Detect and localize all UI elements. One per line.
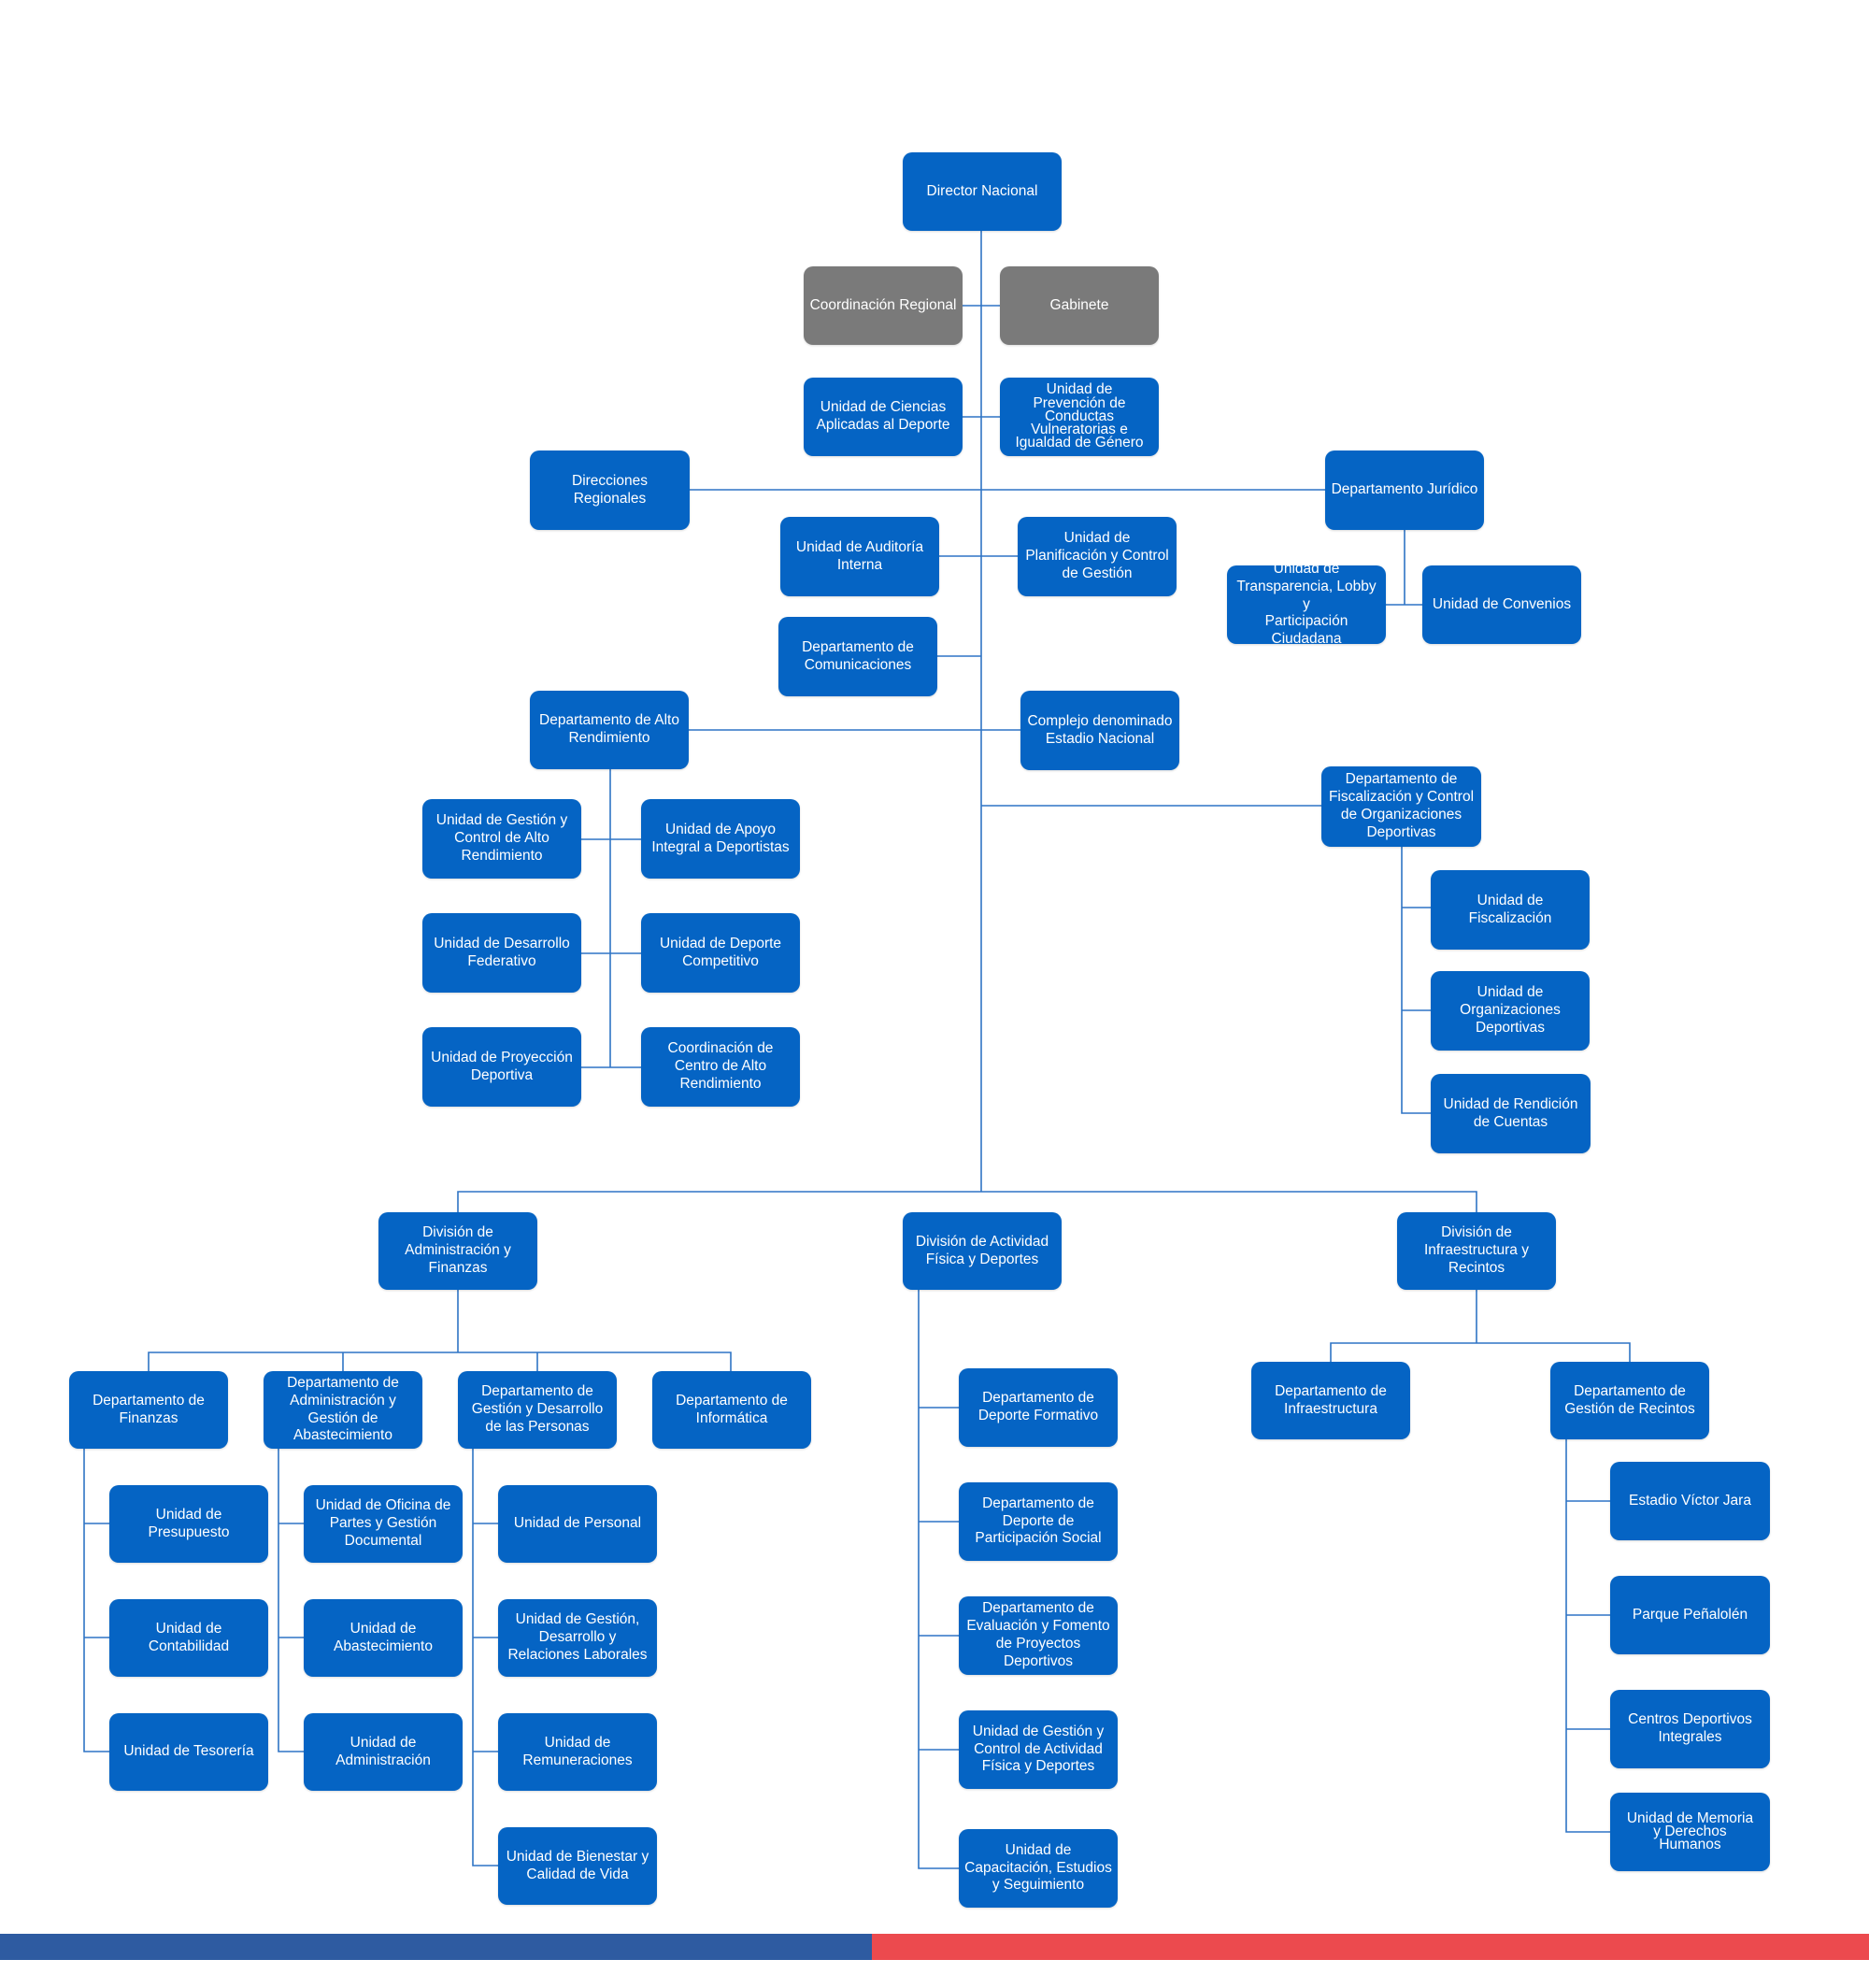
node-direcciones-regionales: Direcciones Regionales bbox=[530, 451, 690, 530]
node-director-nacional: Director Nacional bbox=[903, 152, 1062, 231]
node-unidad-gestion-relaciones: Unidad de Gestión, Desarrollo y Relacion… bbox=[498, 1599, 657, 1677]
node-unidad-remuneraciones: Unidad de Remuneraciones bbox=[498, 1713, 657, 1791]
node-unidad-transparencia: Unidad de Transparencia, Lobby y Partici… bbox=[1227, 561, 1386, 647]
node-departamento-recintos: Departamento de Gestión de Recintos bbox=[1550, 1362, 1709, 1439]
node-departamento-fiscalizacion: Departamento de Fiscalización y Control … bbox=[1321, 766, 1481, 847]
node-departamento-finanzas: Departamento de Finanzas bbox=[69, 1371, 228, 1449]
node-departamento-participacion-social: Departamento de Deporte de Participación… bbox=[959, 1482, 1118, 1561]
node-unidad-planificacion: Unidad de Planificación y Control de Ges… bbox=[1018, 517, 1177, 596]
footer-bar-blue bbox=[0, 1934, 872, 1960]
connector-personas-children bbox=[472, 1449, 498, 1866]
node-unidad-bienestar: Unidad de Bienestar y Calidad de Vida bbox=[498, 1827, 657, 1905]
node-unidad-personal: Unidad de Personal bbox=[498, 1485, 657, 1563]
node-departamento-informatica: Departamento de Informática bbox=[652, 1371, 811, 1449]
node-unidad-convenios: Unidad de Convenios bbox=[1422, 565, 1581, 644]
connector-actividad-children bbox=[918, 1290, 959, 1869]
connector-juridico-children bbox=[1386, 530, 1422, 606]
connector-finanzas-children bbox=[83, 1449, 109, 1752]
connector-alto-children bbox=[581, 769, 641, 1068]
node-unidad-oficina-partes: Unidad de Oficina de Partes y Gestión Do… bbox=[304, 1485, 463, 1563]
node-unidad-proyeccion: Unidad de Proyección Deportiva bbox=[422, 1027, 581, 1107]
node-parque-penalolen: Parque Peñalolén bbox=[1610, 1576, 1770, 1654]
node-division-infraestructura: División de Infraestructura y Recintos bbox=[1397, 1212, 1556, 1290]
node-centros-deportivos: Centros Deportivos Integrales bbox=[1610, 1690, 1770, 1768]
connector-divisions bbox=[457, 1191, 1477, 1212]
connector-abastecimiento-children bbox=[278, 1449, 304, 1752]
node-unidad-abastecimiento: Unidad de Abastecimiento bbox=[304, 1599, 463, 1677]
node-unidad-contabilidad: Unidad de Contabilidad bbox=[109, 1599, 268, 1677]
node-departamento-abastecimiento: Departamento de Administración y Gestión… bbox=[264, 1371, 422, 1449]
node-departamento-infraestructura: Departamento de Infraestructura bbox=[1251, 1362, 1410, 1439]
node-unidad-prevencion: Unidad de Prevención de Conductas Vulner… bbox=[1000, 378, 1159, 456]
node-unidad-ciencias: Unidad de Ciencias Aplicadas al Deporte bbox=[804, 378, 963, 456]
node-departamento-deporte-formativo: Departamento de Deporte Formativo bbox=[959, 1368, 1118, 1447]
node-estadio-victor-jara: Estadio Víctor Jara bbox=[1610, 1462, 1770, 1540]
node-unidad-fiscalizacion: Unidad de Fiscalización bbox=[1431, 870, 1590, 950]
node-division-actividad: División de Actividad Física y Deportes bbox=[903, 1212, 1062, 1290]
node-coordinacion-regional: Coordinación Regional bbox=[804, 266, 963, 345]
node-departamento-alto-rendimiento: Departamento de Alto Rendimiento bbox=[530, 691, 689, 769]
node-unidad-tesoreria: Unidad de Tesorería bbox=[109, 1713, 268, 1791]
node-departamento-personas: Departamento de Gestión y Desarrollo de … bbox=[458, 1371, 617, 1449]
node-unidad-gestion-actividad: Unidad de Gestión y Control de Actividad… bbox=[959, 1710, 1118, 1789]
footer-bar-red bbox=[872, 1934, 1869, 1960]
node-unidad-desarrollo-federativo: Unidad de Desarrollo Federativo bbox=[422, 913, 581, 993]
node-departamento-comunicaciones: Departamento de Comunicaciones bbox=[778, 617, 937, 696]
node-coordinacion-centro-alto: Coordinación de Centro de Alto Rendimien… bbox=[641, 1027, 800, 1107]
connector-admin-departments bbox=[148, 1290, 732, 1371]
node-unidad-capacitacion: Unidad de Capacitación, Estudios y Segui… bbox=[959, 1829, 1118, 1908]
node-unidad-organizaciones: Unidad de Organizaciones Deportivas bbox=[1431, 971, 1590, 1051]
node-gabinete: Gabinete bbox=[1000, 266, 1159, 345]
node-unidad-deporte-competitivo: Unidad de Deporte Competitivo bbox=[641, 913, 800, 993]
node-unidad-auditoria: Unidad de Auditoría Interna bbox=[780, 517, 939, 596]
node-unidad-rendicion: Unidad de Rendición de Cuentas bbox=[1431, 1074, 1591, 1153]
node-unidad-memoria: Unidad de Memoria y Derechos Humanos bbox=[1610, 1793, 1770, 1871]
node-unidad-gestion-alto-rendimiento: Unidad de Gestión y Control de Alto Rend… bbox=[422, 799, 581, 879]
connector-infraestructura-departments bbox=[1330, 1290, 1631, 1362]
node-departamento-evaluacion: Departamento de Evaluación y Fomento de … bbox=[959, 1596, 1118, 1675]
node-complejo-estadio: Complejo denominado Estadio Nacional bbox=[1020, 691, 1179, 770]
node-division-administracion: División de Administración y Finanzas bbox=[378, 1212, 537, 1290]
connector-recintos-children bbox=[1565, 1439, 1610, 1833]
node-unidad-presupuesto: Unidad de Presupuesto bbox=[109, 1485, 268, 1563]
node-unidad-administracion: Unidad de Administración bbox=[304, 1713, 463, 1791]
node-unidad-apoyo-integral: Unidad de Apoyo Integral a Deportistas bbox=[641, 799, 800, 879]
node-departamento-juridico: Departamento Jurídico bbox=[1325, 451, 1484, 530]
connector-fiscalizacion-children bbox=[1401, 847, 1431, 1114]
